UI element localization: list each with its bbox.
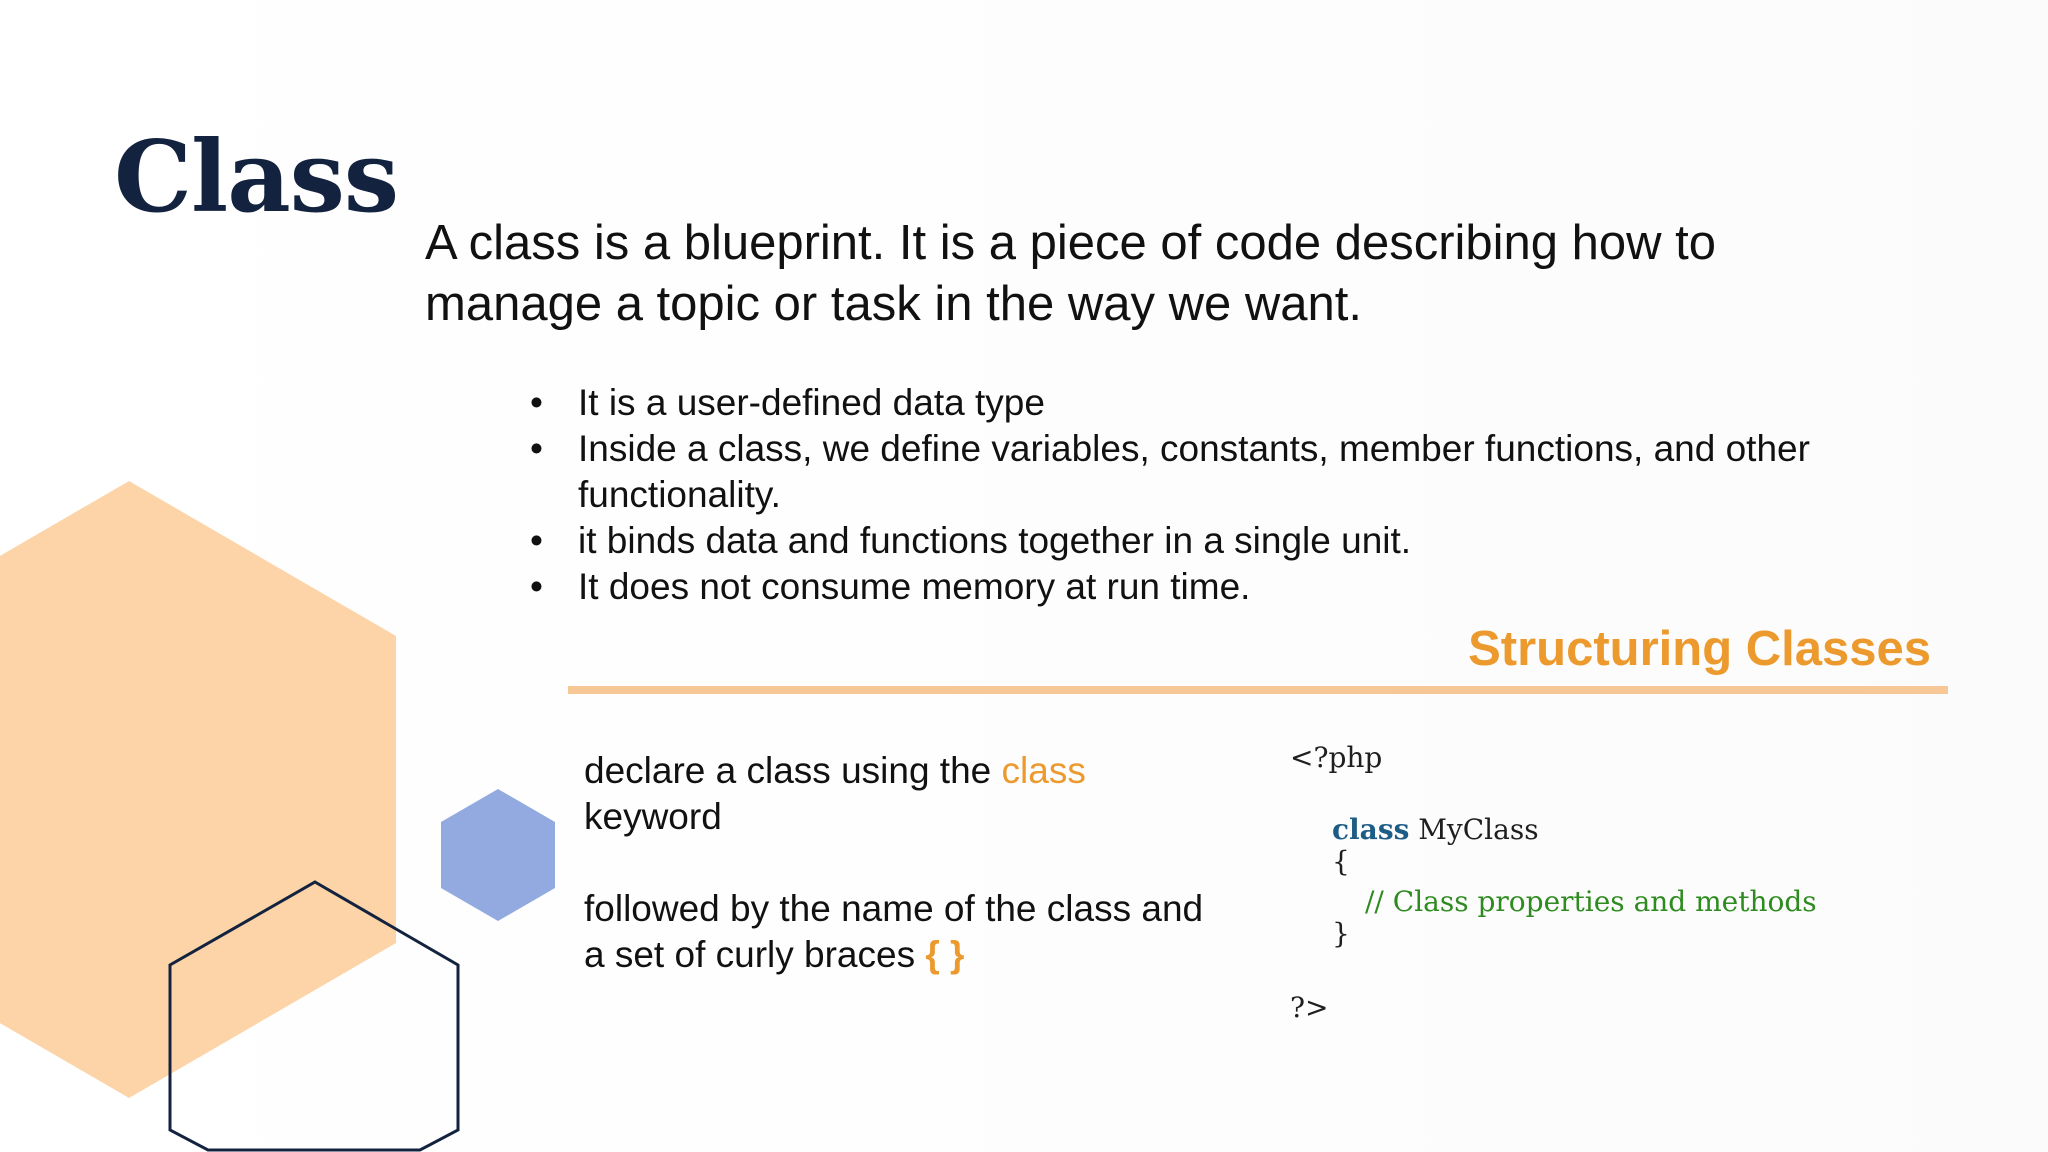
class-keyword-highlight: class — [1001, 750, 1086, 791]
section-heading: Structuring Classes — [1468, 622, 1931, 676]
code-open-brace: { — [1332, 845, 1350, 878]
bullet-dot: • — [530, 520, 543, 561]
code-class-declaration: class MyClass — [1332, 812, 1539, 848]
bullet-item: • It does not consume memory at run time… — [530, 564, 1910, 610]
code-close-tag: ?> — [1290, 991, 1329, 1024]
code-close-brace: } — [1332, 917, 1350, 950]
code-comment: // Class properties and methods — [1365, 884, 1817, 920]
bullet-text: it binds data and functions together in … — [578, 520, 1412, 561]
description-line: a set of curly braces { } — [584, 932, 1264, 978]
description-line: declare a class using the class — [584, 748, 1264, 794]
intro-line: manage a topic or task in the way we wan… — [425, 277, 1362, 331]
code-class-name: MyClass — [1409, 813, 1539, 846]
code-keyword: class — [1332, 813, 1410, 846]
curly-braces-highlight: { } — [925, 934, 965, 975]
section-divider — [568, 686, 1948, 694]
description-text-segment: declare a class using the — [584, 750, 1002, 791]
bullet-text: It does not consume memory at run time. — [578, 566, 1251, 607]
bullet-text-continued: functionality. — [578, 474, 781, 515]
description-line: keyword — [584, 796, 722, 837]
slide-title: Class — [114, 120, 399, 235]
code-comment-text: // Class properties and methods — [1365, 885, 1817, 918]
bullet-item: • it binds data and functions together i… — [530, 518, 1910, 564]
code-open-tag: <?php — [1290, 741, 1383, 774]
description-text-segment: a set of curly braces — [584, 934, 926, 975]
intro-paragraph: A class is a blueprint. It is a piece of… — [425, 213, 1875, 335]
bullet-dot: • — [530, 382, 543, 423]
bullet-dot: • — [530, 566, 543, 607]
description-text: declare a class using the class keyword … — [584, 748, 1264, 978]
bullet-dot: • — [530, 428, 543, 469]
bullet-item: • It is a user-defined data type — [530, 380, 1910, 426]
bullet-list: • It is a user-defined data type • Insid… — [530, 380, 1910, 610]
intro-line: A class is a blueprint. It is a piece of… — [425, 216, 1717, 270]
spacer — [584, 840, 1264, 886]
bullet-text: It is a user-defined data type — [578, 382, 1045, 423]
description-line: followed by the name of the class and — [584, 888, 1204, 929]
bullet-text: Inside a class, we define variables, con… — [578, 428, 1810, 469]
bullet-item: • Inside a class, we define variables, c… — [530, 426, 1910, 518]
